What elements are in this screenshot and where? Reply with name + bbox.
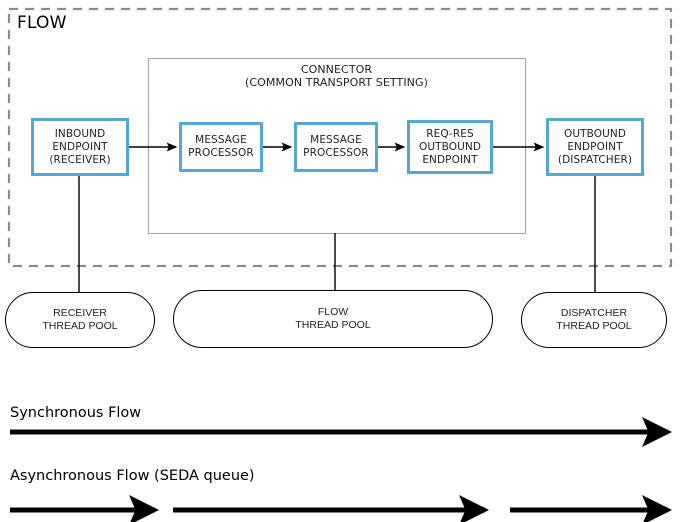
node-label: MESSAGE PROCESSOR [188,134,254,159]
node-reqres-outbound-endpoint[interactable]: REQ-RES OUTBOUND ENDPOINT [407,120,493,174]
connector-title: CONNECTOR (COMMON TRANSPORT SETTING) [148,63,525,89]
pool-label: FLOW THREAD POOL [295,306,371,331]
pool-flow-thread-pool[interactable]: FLOW THREAD POOL [173,290,493,348]
node-label: OUTBOUND ENDPOINT (DISPATCHER) [557,127,633,166]
pool-dispatcher-thread-pool[interactable]: DISPATCHER THREAD POOL [521,292,667,348]
legend-label-synchronous-flow: Synchronous Flow [10,405,142,421]
pool-label: DISPATCHER THREAD POOL [556,307,632,332]
connector-box [147,57,527,235]
node-label: INBOUND ENDPOINT (RECEIVER) [49,127,111,166]
legend-label-asynchronous-flow: Asynchronous Flow (SEDA queue) [10,468,255,484]
connector-title-line2: (COMMON TRANSPORT SETTING) [244,76,429,89]
node-outbound-endpoint[interactable]: OUTBOUND ENDPOINT (DISPATCHER) [546,118,644,176]
connector-title-line1: CONNECTOR [300,63,373,76]
pool-label: RECEIVER THREAD POOL [42,307,118,332]
flow-boundary [7,7,673,268]
node-inbound-endpoint[interactable]: INBOUND ENDPOINT (RECEIVER) [31,118,129,176]
node-label: MESSAGE PROCESSOR [303,134,369,159]
node-message-processor-2[interactable]: MESSAGE PROCESSOR [294,122,378,172]
node-message-processor-1[interactable]: MESSAGE PROCESSOR [179,122,263,172]
node-label: REQ-RES OUTBOUND ENDPOINT [418,127,482,166]
pool-receiver-thread-pool[interactable]: RECEIVER THREAD POOL [5,292,155,348]
flow-title: FLOW [17,13,67,33]
